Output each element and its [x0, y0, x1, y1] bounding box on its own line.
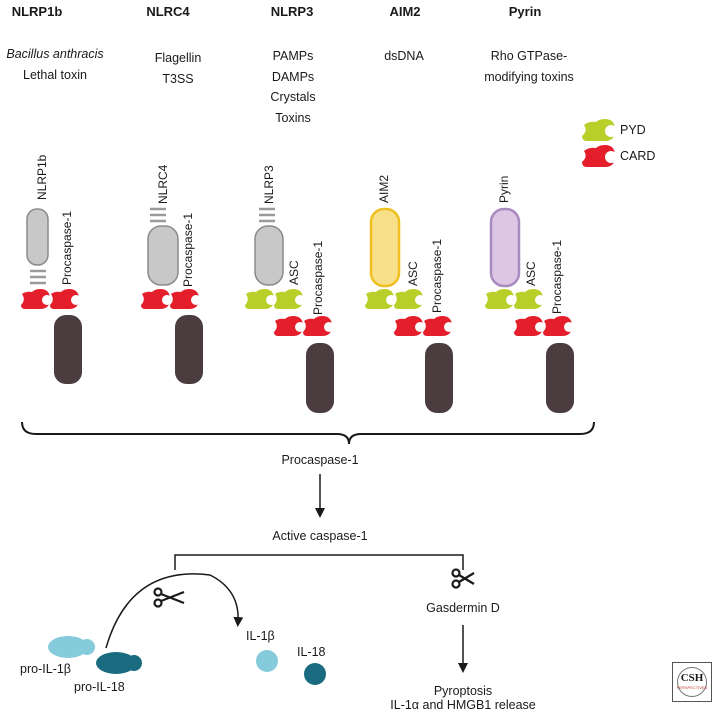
il18-label: IL-18: [297, 645, 326, 659]
nlrp3-nlr-body: [254, 225, 284, 286]
nlrc4-nlr-body: [147, 225, 179, 286]
stimulus-crystals: Crystals: [270, 90, 316, 104]
nlrp1b-nlr-body: [26, 208, 49, 266]
label-asc-aim2: ASC: [406, 261, 420, 286]
stimuli-aim2: dsDNA: [384, 46, 424, 67]
il1b-label: IL-1β: [246, 629, 275, 643]
legend-card-label: CARD: [620, 149, 656, 163]
label-procaspase-nlrp1b: Procaspase-1: [60, 210, 74, 285]
stimuli-nlrp3: PAMPs DAMPs Crystals Toxins: [270, 46, 315, 128]
nlrc4-complex: [141, 207, 203, 384]
label-procaspase-nlrp3: Procaspase-1: [311, 240, 325, 315]
label-asc-nlrp3: ASC: [287, 260, 301, 285]
pro-il18-molecule: [96, 652, 142, 674]
il1b-molecule: [256, 650, 278, 672]
release-label: IL-1α and HMGB1 release: [390, 698, 536, 712]
label-aim2: AIM2: [377, 174, 391, 203]
nlrp1b-complex: [21, 208, 82, 384]
nlrc4-caspase-domain: [175, 315, 203, 384]
arrow-cleavage-cytokines: [105, 573, 244, 649]
legend-pyd-shape: [582, 119, 615, 141]
aim2-complex: [365, 207, 454, 413]
scissors-icon: [153, 587, 185, 608]
nlrp1b-card-dimer: [21, 289, 81, 309]
stimuli-nlrc4: Flagellin T3SS: [155, 48, 202, 89]
pyroptosis-label: Pyroptosis: [433, 684, 493, 698]
stimulus-lethal-toxin: Lethal toxin: [23, 67, 87, 82]
pro-il1b-label: pro-IL-1β: [20, 662, 71, 676]
il18-molecule: [304, 663, 326, 685]
nlrc4-card-dimer: [141, 289, 201, 309]
stimulus-flagellin: Flagellin: [154, 51, 202, 65]
header-nlrp1b: NLRP1b: [11, 4, 63, 19]
label-nlrc4: NLRC4: [156, 164, 170, 204]
nlrp3-caspase-domain: [306, 343, 334, 413]
stimulus-rho-gtpase: Rho GTPase-: [490, 49, 568, 63]
header-pyrin: Pyrin: [508, 4, 542, 19]
label-asc-pyrin: ASC: [524, 261, 538, 286]
stimuli-pyrin: Rho GTPase- modifying toxins: [484, 46, 574, 87]
scissors-icon: [451, 568, 475, 589]
logo-text: CSH: [680, 672, 704, 684]
pyrin-pyd-dimer: [485, 289, 545, 309]
aim2-sensor-body: [369, 207, 401, 288]
stimulus-pamps: PAMPs: [272, 49, 314, 63]
csh-perspectives-logo: CSH PERSPECTIVES: [672, 662, 712, 702]
label-procaspase-nlrc4: Procaspase-1: [181, 212, 195, 287]
procaspase-label: Procaspase-1: [281, 453, 359, 467]
split-bracket: [174, 554, 464, 570]
stimulus-toxins: Toxins: [275, 110, 311, 125]
pyrin-card-dimer: [514, 316, 574, 336]
nlrp3-pyd-dimer: [245, 289, 305, 309]
label-procaspase-aim2: Procaspase-1: [430, 238, 444, 313]
aim2-card-dimer: [394, 316, 454, 336]
stimulus-bacillus: Bacillus anthracis: [6, 47, 104, 61]
stimuli-nlrp1b: Bacillus anthracis Lethal toxin: [6, 44, 103, 85]
stimulus-t3ss: T3SS: [162, 71, 194, 86]
stimulus-damps: DAMPs: [271, 69, 315, 84]
label-pyrin: Pyrin: [497, 175, 511, 203]
stimulus-dsdna: dsDNA: [384, 49, 424, 63]
pyrin-sensor-body: [489, 207, 521, 288]
legend: [582, 119, 617, 167]
nlrp1b-lrr-stripes: [30, 269, 46, 285]
header-nlrc4: NLRC4: [146, 4, 190, 19]
grouping-brace: [21, 421, 595, 445]
nlrp1b-caspase-domain: [54, 315, 82, 384]
label-nlrp1b: NLRP1b: [35, 154, 49, 200]
nlrp3-complex: [245, 207, 334, 413]
pro-il1b-molecule: [48, 636, 95, 658]
aim2-caspase-domain: [425, 343, 453, 413]
gasdermin-label: Gasdermin D: [426, 601, 500, 615]
nlrc4-lrr-stripes: [150, 207, 166, 223]
legend-pyd-label: PYD: [620, 123, 646, 137]
nlrp3-lrr-stripes: [259, 207, 275, 223]
pyrin-caspase-domain: [546, 343, 574, 413]
aim2-pyd-dimer: [365, 289, 425, 309]
label-nlrp3: NLRP3: [262, 165, 276, 204]
logo-subtext: PERSPECTIVES: [676, 685, 708, 690]
header-nlrp3: NLRP3: [270, 4, 314, 19]
pro-il18-label: pro-IL-18: [74, 680, 125, 694]
legend-card-shape: [582, 145, 615, 167]
active-caspase-label: Active caspase-1: [272, 529, 368, 543]
nlrp3-card-dimer: [274, 316, 334, 336]
stimulus-modifying-toxins: modifying toxins: [484, 69, 574, 84]
pyrin-complex: [485, 207, 574, 413]
header-aim2: AIM2: [389, 4, 421, 19]
label-procaspase-pyrin: Procaspase-1: [550, 239, 564, 314]
